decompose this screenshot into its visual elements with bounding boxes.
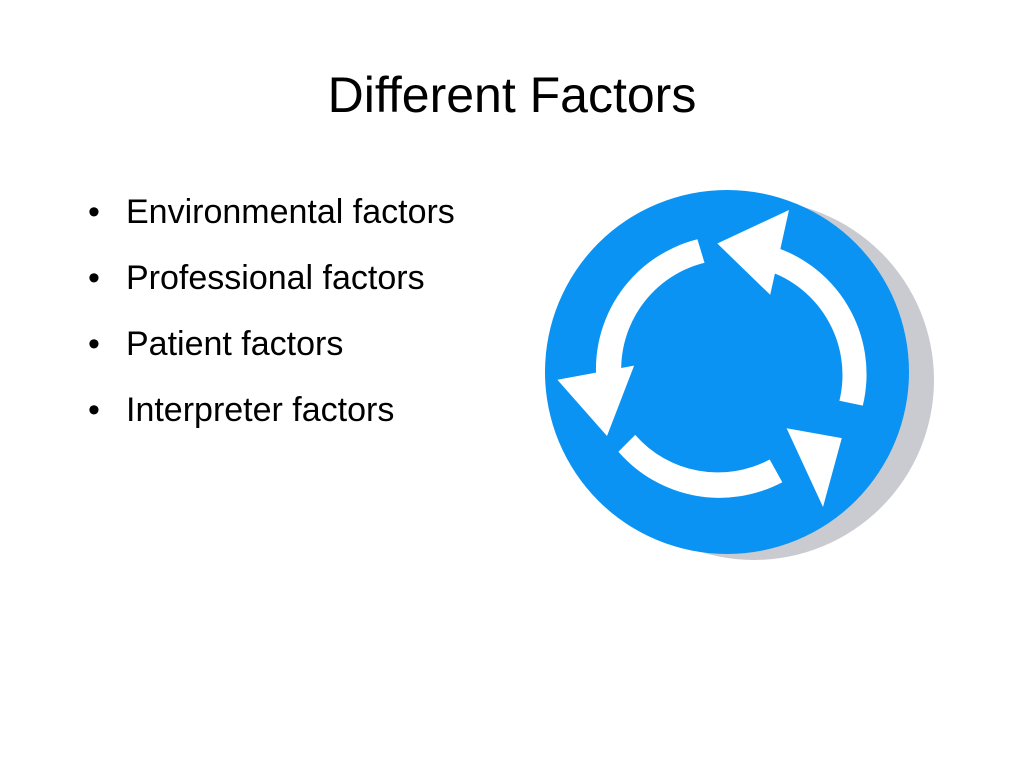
bullet-text: Interpreter factors [126,391,395,429]
bullet-item: • Professional factors [86,259,506,297]
bullet-dot: • [88,259,100,297]
arrowhead-left [557,365,635,436]
slide-title: Different Factors [327,67,697,123]
bullet-dot: • [88,391,100,429]
bullet-text: Environmental factors [126,193,455,231]
arrowhead-bottom-right [786,428,842,507]
bullet-dot: • [88,193,100,231]
bullet-item: • Patient factors [86,325,506,363]
bullet-list: • Environmental factors • Professional f… [86,193,506,457]
arrowhead-top [717,210,789,295]
arrow-arc-bottom [618,434,783,498]
bullet-dot: • [88,325,100,363]
cycle-arrows-icon [545,190,934,560]
bullet-text: Patient factors [126,325,344,363]
bullet-text: Professional factors [126,259,425,297]
bullet-item: • Environmental factors [86,193,506,231]
bullet-item: • Interpreter factors [86,391,506,429]
